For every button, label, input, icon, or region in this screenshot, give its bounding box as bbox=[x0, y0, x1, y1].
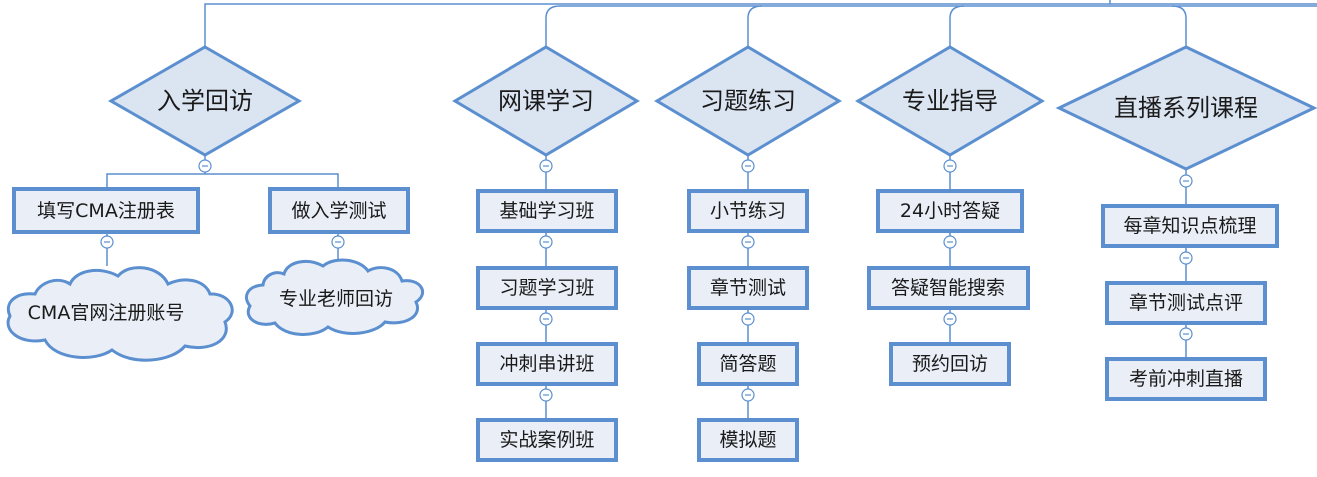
minus-circle-icon[interactable] bbox=[198, 159, 212, 173]
category-diamond-guidance[interactable]: 专业指导 bbox=[855, 45, 1045, 157]
category-title: 专业指导 bbox=[902, 87, 998, 115]
node-pre-exam-live[interactable]: 考前冲刺直播 bbox=[1105, 357, 1267, 401]
minus-circle-icon[interactable] bbox=[741, 235, 755, 249]
minus-circle-icon[interactable] bbox=[741, 159, 755, 173]
category-title: 习题练习 bbox=[700, 87, 796, 115]
node-label: 模拟题 bbox=[719, 429, 776, 451]
node-qa-search[interactable]: 答疑智能搜索 bbox=[867, 266, 1030, 310]
minus-circle-icon[interactable] bbox=[539, 312, 553, 326]
category-title: 入学回访 bbox=[157, 87, 253, 115]
node-register-form[interactable]: 填写CMA注册表 bbox=[12, 187, 200, 234]
node-label: 章节测试点评 bbox=[1129, 292, 1243, 314]
node-case-class[interactable]: 实战案例班 bbox=[476, 418, 618, 462]
node-basic-class[interactable]: 基础学习班 bbox=[476, 189, 618, 233]
node-sprint-class[interactable]: 冲刺串讲班 bbox=[476, 342, 618, 386]
node-section-practice[interactable]: 小节练习 bbox=[687, 189, 809, 233]
node-mock-exam[interactable]: 模拟题 bbox=[697, 418, 799, 462]
node-label: 基础学习班 bbox=[499, 200, 594, 222]
minus-circle-icon[interactable] bbox=[1179, 251, 1193, 265]
node-short-answer[interactable]: 简答题 bbox=[697, 342, 799, 386]
node-label: 预约回访 bbox=[912, 353, 988, 375]
node-label: 考前冲刺直播 bbox=[1129, 368, 1243, 390]
node-label: 答疑智能搜索 bbox=[891, 277, 1005, 299]
node-exercise-class[interactable]: 习题学习班 bbox=[476, 266, 618, 310]
node-label: 每章知识点梳理 bbox=[1123, 215, 1256, 237]
minus-circle-icon[interactable] bbox=[331, 235, 345, 249]
node-chapter-review[interactable]: 每章知识点梳理 bbox=[1101, 204, 1279, 248]
minus-circle-icon[interactable] bbox=[741, 388, 755, 402]
cloud-label: CMA官网注册账号 bbox=[28, 302, 185, 324]
node-label: 章节测试 bbox=[710, 277, 786, 299]
top-connectors bbox=[204, 0, 1317, 48]
minus-circle-icon[interactable] bbox=[539, 388, 553, 402]
node-label: 填写CMA注册表 bbox=[37, 200, 175, 222]
category-diamond-enrollment[interactable]: 入学回访 bbox=[107, 45, 303, 157]
node-label: 习题学习班 bbox=[499, 277, 594, 299]
node-test-comment[interactable]: 章节测试点评 bbox=[1105, 281, 1267, 325]
minus-circle-icon[interactable] bbox=[539, 159, 553, 173]
node-label: 做入学测试 bbox=[291, 200, 386, 222]
category-diamond-exercises[interactable]: 习题练习 bbox=[654, 45, 842, 157]
node-24h-qa[interactable]: 24小时答疑 bbox=[876, 189, 1024, 233]
node-entrance-test[interactable]: 做入学测试 bbox=[268, 187, 410, 234]
node-label: 小节练习 bbox=[710, 200, 786, 222]
minus-circle-icon[interactable] bbox=[943, 235, 957, 249]
minus-circle-icon[interactable] bbox=[1179, 174, 1193, 188]
minus-circle-icon[interactable] bbox=[741, 312, 755, 326]
cloud-teacher-visit[interactable]: 专业老师回访 bbox=[245, 258, 424, 336]
cloud-label: 专业老师回访 bbox=[279, 288, 393, 310]
category-diamond-online-course[interactable]: 网课学习 bbox=[452, 45, 640, 157]
minus-circle-icon[interactable] bbox=[539, 235, 553, 249]
minus-circle-icon[interactable] bbox=[943, 312, 957, 326]
node-chapter-test[interactable]: 章节测试 bbox=[687, 266, 809, 310]
node-label: 实战案例班 bbox=[499, 429, 594, 451]
node-appointment[interactable]: 预约回访 bbox=[889, 342, 1011, 386]
minus-circle-icon[interactable] bbox=[100, 235, 114, 249]
node-label: 24小时答疑 bbox=[900, 200, 1000, 222]
minus-circle-icon[interactable] bbox=[943, 159, 957, 173]
node-label: 简答题 bbox=[719, 353, 776, 375]
category-title: 网课学习 bbox=[498, 87, 594, 115]
category-title: 直播系列课程 bbox=[1114, 94, 1258, 122]
category-diamond-live-courses[interactable]: 直播系列课程 bbox=[1055, 45, 1317, 171]
collapse-buttons bbox=[100, 159, 1193, 402]
node-label: 冲刺串讲班 bbox=[499, 353, 594, 375]
cloud-cma-account[interactable]: CMA官网注册账号 bbox=[6, 266, 234, 362]
minus-circle-icon[interactable] bbox=[1179, 327, 1193, 341]
